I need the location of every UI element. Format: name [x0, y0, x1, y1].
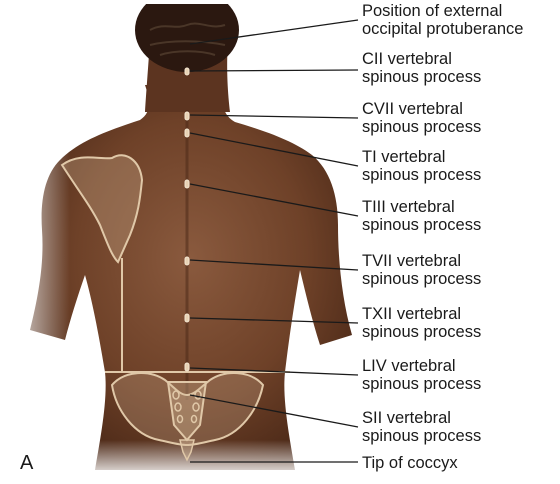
- label-line: TVII vertebral: [362, 252, 462, 270]
- label-line: Tip of coccyx: [362, 454, 458, 472]
- label-line: TXII vertebral: [362, 305, 462, 323]
- label-cvii: CVII vertebral spinous process: [362, 100, 481, 136]
- label-liv: LIV vertebral spinous process: [362, 357, 481, 393]
- label-tvii: TVII vertebral spinous process: [362, 252, 481, 288]
- label-line: spinous process: [362, 118, 482, 136]
- leader-lines: [189, 19, 359, 463]
- label-line: spinous process: [362, 68, 482, 86]
- label-line: spinous process: [362, 270, 482, 288]
- label-line: LIV vertebral: [362, 357, 456, 375]
- label-external-occipital-protuberance: Position of external occipital protubera…: [362, 2, 523, 38]
- label-sii: SII vertebral spinous process: [362, 409, 481, 445]
- fade-left: [0, 140, 70, 370]
- panel-letter: A: [20, 452, 34, 474]
- head-crop: [125, 0, 255, 4]
- label-line: spinous process: [362, 323, 482, 341]
- label-line: spinous process: [362, 375, 482, 393]
- hair-pattern: [149, 22, 226, 56]
- label-line: spinous process: [362, 216, 482, 234]
- label-line: spinous process: [362, 166, 482, 184]
- label-ti: TI vertebral spinous process: [362, 148, 481, 184]
- label-line: Position of external: [362, 2, 503, 20]
- label-line: occipital protuberance: [362, 20, 524, 38]
- label-line: TIII vertebral: [362, 198, 455, 216]
- label-line: CII vertebral: [362, 50, 452, 68]
- scapula-outline: [60, 154, 144, 264]
- label-tip-of-coccyx: Tip of coccyx: [362, 454, 458, 472]
- coccyx-outline: [179, 439, 195, 462]
- label-line: spinous process: [362, 427, 482, 445]
- spinous-process-markers: [184, 67, 190, 372]
- label-txii: TXII vertebral spinous process: [362, 305, 481, 341]
- label-line: SII vertebral: [362, 409, 451, 427]
- fade-bottom: [60, 440, 310, 479]
- label-line: CVII vertebral: [362, 100, 463, 118]
- label-line: TI vertebral: [362, 148, 446, 166]
- sacral-foramina: [172, 390, 202, 424]
- label-tiii: TIII vertebral spinous process: [362, 198, 481, 234]
- label-cii: CII vertebral spinous process: [362, 50, 481, 86]
- torso: [30, 85, 352, 470]
- pelvis-outline: [110, 372, 265, 447]
